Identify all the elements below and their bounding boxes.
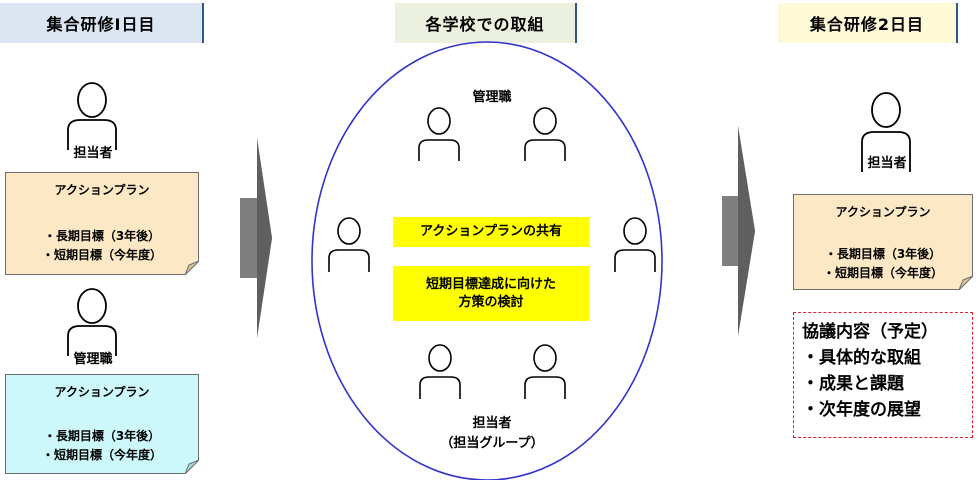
person-icon: [328, 217, 370, 272]
action-plan-note: アクションプラン ・長期目標（3年後） ・短期目標（今年度）: [5, 374, 199, 474]
arrow-right-icon: [240, 138, 272, 338]
person-icon: [524, 344, 566, 399]
page-fold-icon: [959, 276, 973, 290]
short-term-strategy-box: 短期目標達成に向けた 方策の検討: [393, 266, 589, 321]
center-top-label: 管理職: [472, 90, 512, 105]
person-icon: [67, 82, 117, 150]
person-icon: [614, 217, 656, 272]
discussion-item: ・成果と課題: [802, 374, 904, 394]
share-action-plan-box: アクションプランの共有: [393, 217, 589, 247]
person-icon: [418, 107, 460, 161]
arrow-right-icon: [722, 126, 755, 336]
person-icon: [67, 288, 117, 356]
header-schools: 各学校での取組: [395, 3, 577, 43]
school-circle: [311, 41, 663, 480]
page-fold-icon: [185, 261, 199, 275]
person-icon: [524, 107, 566, 161]
short-term-goal: ・短期目標（今年度）: [41, 248, 162, 262]
discussion-title: 協議内容（予定）: [802, 322, 938, 342]
short-term-goal: ・短期目標（今年度）: [41, 448, 162, 462]
person-icon: [861, 92, 911, 172]
role-label-tantousha: 担当者: [867, 156, 907, 171]
strategy-line-1: 短期目標達成に向けた: [425, 276, 556, 292]
discussion-item: ・具体的な取組: [802, 348, 921, 368]
discussion-item: ・次年度の展望: [802, 400, 921, 420]
role-label-tantousha: 担当者: [73, 146, 113, 161]
long-term-goal: ・長期目標（3年後）: [824, 247, 942, 261]
header-day1: 集合研修Ⅰ日目: [0, 3, 204, 43]
action-plan-title: アクションプラン: [835, 205, 931, 219]
person-icon: [419, 344, 461, 399]
page-fold-icon: [185, 460, 199, 474]
center-bottom-line-2: （担当グループ）: [440, 436, 544, 451]
action-plan-note: アクションプラン ・長期目標（3年後） ・短期目標（今年度）: [793, 194, 973, 290]
center-bottom-line-1: 担当者: [472, 416, 512, 431]
long-term-goal: ・長期目標（3年後）: [43, 229, 161, 243]
action-plan-title: アクションプラン: [54, 385, 150, 399]
action-plan-title: アクションプラン: [54, 183, 150, 197]
short-term-goal: ・短期目標（今年度）: [822, 266, 943, 280]
long-term-goal: ・長期目標（3年後）: [43, 429, 161, 443]
role-label-kanrishoku: 管理職: [73, 352, 113, 367]
strategy-line-2: 方策の検討: [458, 294, 524, 310]
header-day2: 集合研修2日目: [778, 3, 958, 43]
center-bottom-label: 担当者 （担当グループ）: [417, 414, 567, 454]
discussion-topics-box: 協議内容（予定） ・具体的な取組 ・成果と課題 ・次年度の展望: [793, 312, 973, 438]
action-plan-note: アクションプラン ・長期目標（3年後） ・短期目標（今年度）: [5, 172, 199, 275]
